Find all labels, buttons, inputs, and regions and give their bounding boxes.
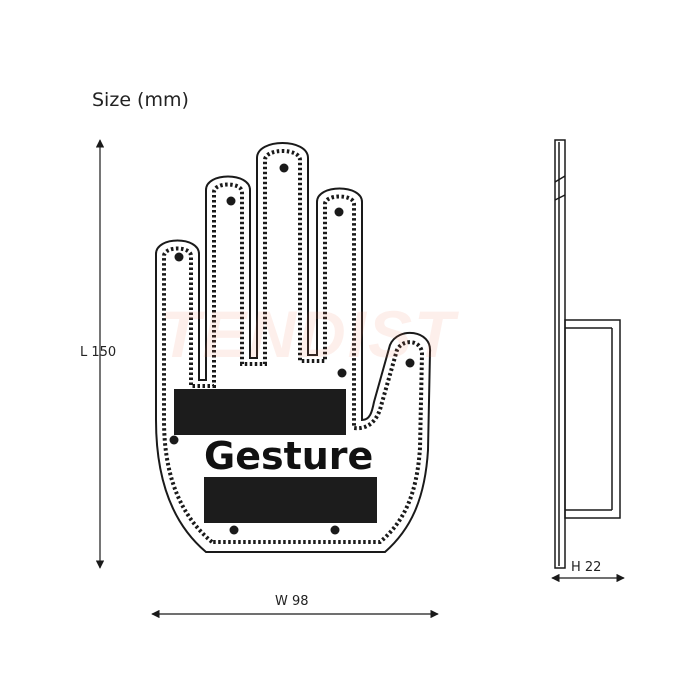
dot — [226, 196, 236, 206]
height-label: H 22 — [571, 560, 602, 575]
dot — [405, 358, 415, 368]
upper-black-bar — [174, 389, 346, 435]
hand-inner-stitch — [162, 149, 425, 544]
dot — [169, 435, 179, 445]
product-label: Gesture — [204, 434, 374, 478]
dot — [279, 163, 289, 173]
side-housing — [564, 319, 621, 519]
hand-outline — [155, 142, 432, 553]
size-title: Size (mm) — [92, 89, 189, 111]
width-label: W 98 — [275, 594, 309, 609]
side-view — [554, 139, 621, 569]
dot — [334, 207, 344, 217]
dot — [174, 252, 184, 262]
dot — [337, 368, 347, 378]
dot — [229, 525, 239, 535]
length-label: L 150 — [80, 345, 117, 360]
side-panel — [554, 139, 566, 569]
mounting-dots — [169, 163, 415, 535]
dot — [330, 525, 340, 535]
hand-front-view — [155, 142, 432, 553]
lower-black-bar — [204, 477, 377, 523]
watermark-text: TENDIST — [160, 297, 457, 371]
